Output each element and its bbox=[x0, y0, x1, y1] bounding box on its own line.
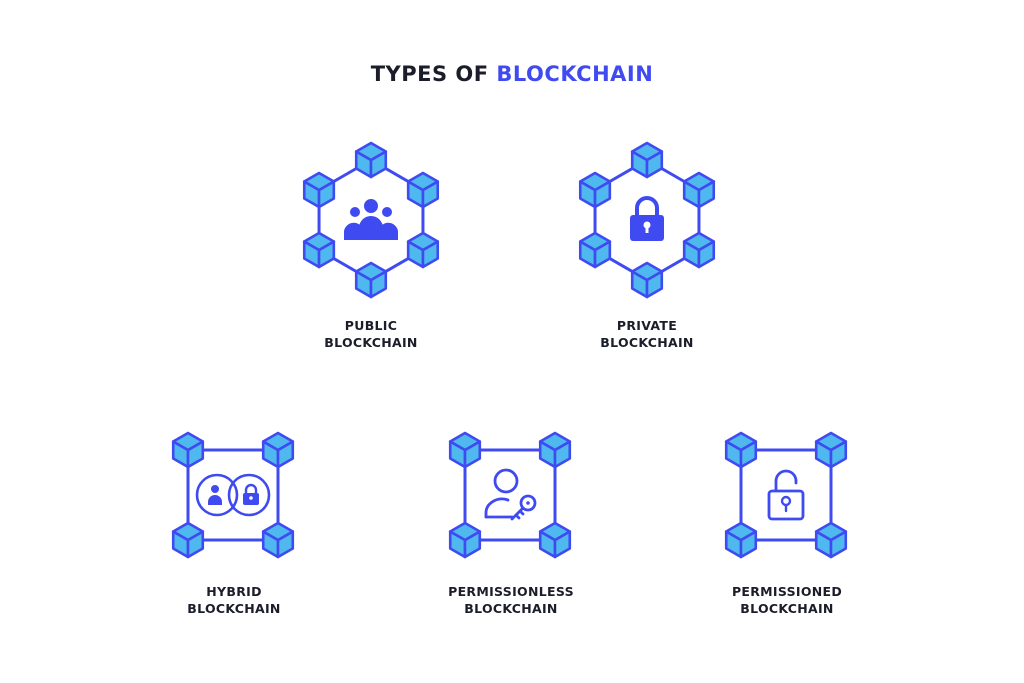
label-private-blockchain: PRIVATE BLOCKCHAIN bbox=[537, 317, 757, 351]
label-line-1: PERMISSIONED bbox=[731, 584, 843, 599]
user-and-lock-icon bbox=[195, 473, 271, 517]
block-cube bbox=[448, 521, 482, 559]
label-line-1: PERMISSIONLESS bbox=[448, 584, 574, 599]
block-cube bbox=[724, 431, 758, 469]
label-line-1: PUBLIC bbox=[344, 318, 398, 333]
block-cube bbox=[682, 231, 716, 269]
people-group-icon bbox=[344, 197, 398, 240]
title-accent: BLOCKCHAIN bbox=[496, 62, 654, 86]
page-title: TYPES OF BLOCKCHAIN bbox=[0, 62, 1024, 86]
label-hybrid-blockchain: HYBRID BLOCKCHAIN bbox=[124, 583, 344, 617]
block-cube bbox=[724, 521, 758, 559]
block-cube bbox=[814, 521, 848, 559]
block-cube bbox=[406, 171, 440, 209]
block-cube bbox=[578, 231, 612, 269]
block-cube bbox=[354, 261, 388, 299]
block-cube bbox=[171, 521, 205, 559]
network-public bbox=[302, 141, 440, 299]
label-line-2: BLOCKCHAIN bbox=[324, 335, 418, 350]
block-cube bbox=[302, 171, 336, 209]
label-line-2: BLOCKCHAIN bbox=[187, 601, 281, 616]
block-cube bbox=[630, 261, 664, 299]
block-cube bbox=[302, 231, 336, 269]
block-cube bbox=[538, 521, 572, 559]
label-permissionless-blockchain: PERMISSIONLESS BLOCKCHAIN bbox=[401, 583, 621, 617]
label-line-2: BLOCKCHAIN bbox=[600, 335, 694, 350]
block-cube bbox=[171, 431, 205, 469]
label-permissioned-blockchain: PERMISSIONED BLOCKCHAIN bbox=[677, 583, 897, 617]
block-cube bbox=[261, 521, 295, 559]
block-cube bbox=[578, 171, 612, 209]
network-permissioned bbox=[724, 431, 848, 559]
block-cube bbox=[261, 431, 295, 469]
lock-icon bbox=[630, 196, 664, 241]
block-cube bbox=[538, 431, 572, 469]
label-line-1: HYBRID bbox=[206, 584, 262, 599]
network-private bbox=[578, 141, 716, 299]
network-hybrid bbox=[171, 431, 295, 559]
label-line-2: BLOCKCHAIN bbox=[740, 601, 834, 616]
open-lock-icon bbox=[767, 469, 805, 521]
label-line-2: BLOCKCHAIN bbox=[464, 601, 558, 616]
user-key-icon bbox=[484, 468, 537, 521]
label-line-1: PRIVATE bbox=[616, 318, 678, 333]
network-permissionless bbox=[448, 431, 572, 559]
block-cube bbox=[354, 141, 388, 179]
title-prefix: TYPES OF bbox=[370, 62, 489, 86]
block-cube bbox=[406, 231, 440, 269]
block-cube bbox=[630, 141, 664, 179]
block-cube bbox=[814, 431, 848, 469]
block-cube bbox=[682, 171, 716, 209]
block-cube bbox=[448, 431, 482, 469]
label-public-blockchain: PUBLIC BLOCKCHAIN bbox=[261, 317, 481, 351]
